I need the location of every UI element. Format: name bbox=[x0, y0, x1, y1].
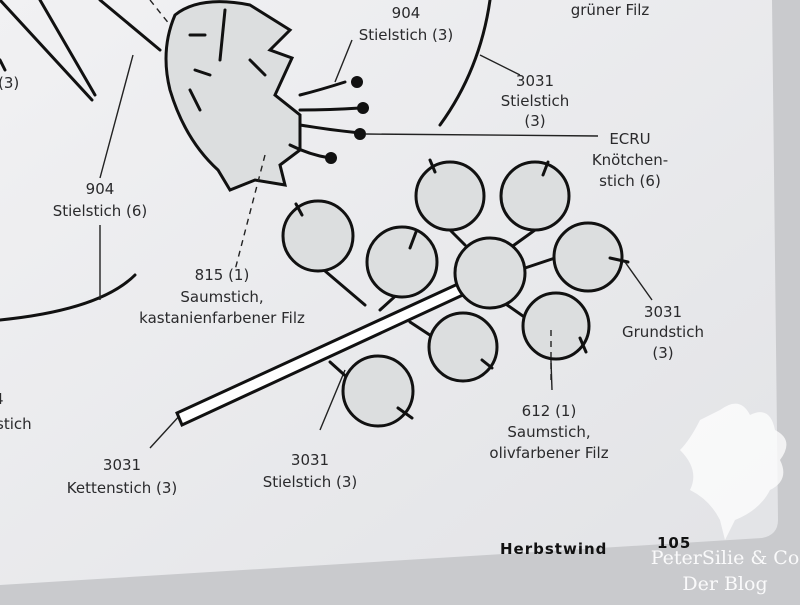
label-815-num: 815 (1) bbox=[195, 266, 250, 284]
label-904-stielstich-3-num: 904 bbox=[392, 4, 421, 22]
watermark-line1: PeterSilie & Co bbox=[651, 547, 800, 569]
flower-drawing bbox=[0, 0, 599, 322]
label-612-felt: olivfarbener Filz bbox=[489, 444, 608, 462]
label-partial-stitch: stich bbox=[0, 415, 32, 433]
label-612-num: 612 (1) bbox=[522, 402, 577, 420]
label-904-stielstich-3: Stielstich (3) bbox=[359, 26, 454, 44]
label-815-saumstich: Saumstich, bbox=[180, 288, 263, 306]
label-grundstich-num: 3031 bbox=[644, 303, 682, 321]
label-904-num: 904 bbox=[86, 180, 115, 198]
page-number: 105 bbox=[657, 534, 691, 552]
label-kettenstich: Kettenstich (3) bbox=[67, 479, 177, 497]
label-partial-num: 4 bbox=[0, 390, 4, 408]
berry-cluster bbox=[149, 158, 653, 449]
label-904-stielstich-6: Stielstich (6) bbox=[53, 202, 148, 220]
label-knoetchen: Knötchen- bbox=[592, 151, 668, 169]
watermark: PeterSilie & Co Der Blog bbox=[651, 403, 800, 595]
label-gruener-filz: grüner Filz bbox=[571, 1, 650, 19]
label-grundstich: Grundstich bbox=[622, 323, 704, 341]
label-3031-count: (3) bbox=[524, 112, 545, 130]
label-stielstich-num: 3031 bbox=[291, 451, 329, 469]
label-815-felt: kastanienfarbener Filz bbox=[139, 309, 305, 327]
leaf-icon bbox=[680, 403, 787, 540]
label-stielstich: Stielstich (3) bbox=[263, 473, 358, 491]
watermark-line2: Der Blog bbox=[682, 573, 767, 595]
label-ecru: ECRU bbox=[609, 130, 650, 148]
label-612-saumstich: Saumstich, bbox=[507, 423, 590, 441]
label-3031-stielstich: Stielstich bbox=[501, 92, 570, 110]
label-3031-num: 3031 bbox=[516, 72, 554, 90]
label-partial-count: (3) bbox=[0, 74, 19, 92]
label-kettenstich-num: 3031 bbox=[103, 456, 141, 474]
label-knoetchen-stich: stich (6) bbox=[599, 172, 661, 190]
label-grundstich-count: (3) bbox=[652, 344, 673, 362]
footer-title: Herbstwind bbox=[500, 540, 607, 558]
